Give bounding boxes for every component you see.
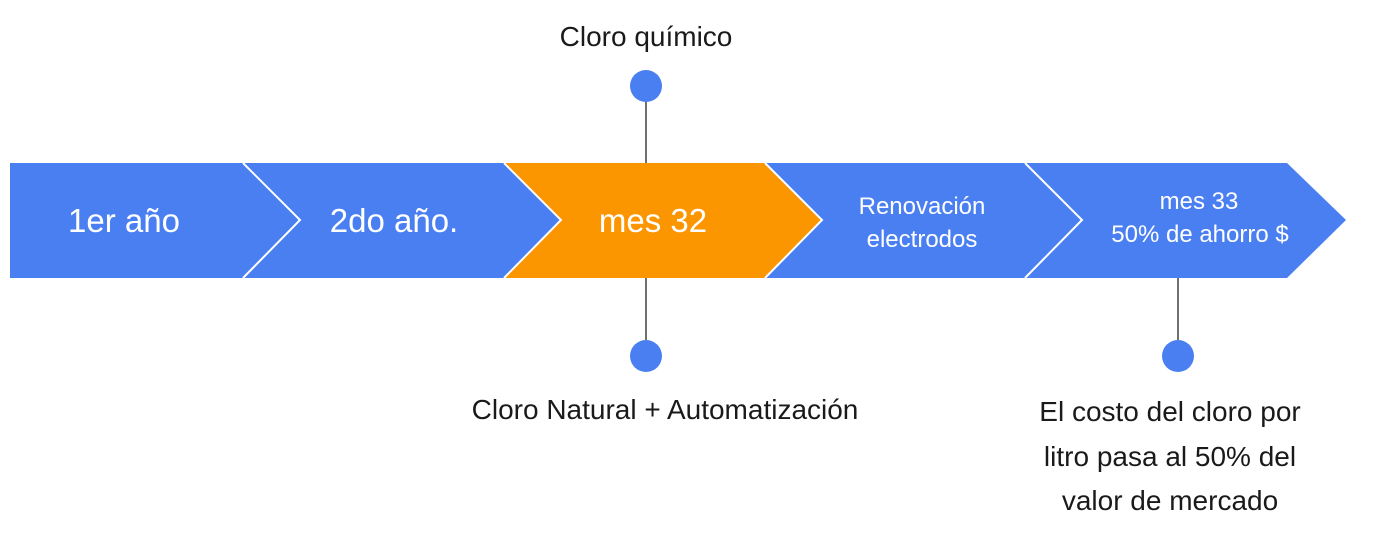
segment-label-2do-ano: 2do año.	[330, 202, 458, 239]
segment-label-renovacion-line1: Renovación	[859, 193, 986, 220]
segment-renovacion	[765, 163, 1082, 278]
annotation-cloro-natural: Cloro Natural + Automatización	[472, 394, 859, 425]
annotation-costo-line3: valor de mercado	[1062, 485, 1278, 516]
separator-3	[764, 162, 824, 279]
separator-2	[503, 162, 563, 279]
dot-bottom-mes-33	[1162, 340, 1194, 372]
segment-mes-33	[1025, 163, 1346, 278]
separator-1	[242, 162, 302, 279]
segment-label-mes-33-line1: mes 33	[1160, 188, 1239, 215]
segment-label-1er-ano: 1er año	[68, 202, 180, 239]
segment-label-renovacion-line2: electrodos	[867, 226, 978, 253]
dot-bottom-mes-32	[630, 340, 662, 372]
annotation-costo-line2: litro pasa al 50% del	[1044, 441, 1296, 472]
annotation-cloro-quimico: Cloro químico	[560, 21, 733, 52]
segment-label-mes-32: mes 32	[599, 202, 707, 239]
annotation-costo-line1: El costo del cloro por	[1039, 396, 1300, 427]
segment-1er-ano	[10, 163, 300, 278]
segment-2do-ano	[243, 163, 561, 278]
dot-top-mes-32	[630, 70, 662, 102]
separator-4	[1024, 162, 1084, 279]
segment-label-mes-33-line2: 50% de ahorro $	[1111, 221, 1288, 248]
segment-mes-32	[504, 163, 822, 278]
